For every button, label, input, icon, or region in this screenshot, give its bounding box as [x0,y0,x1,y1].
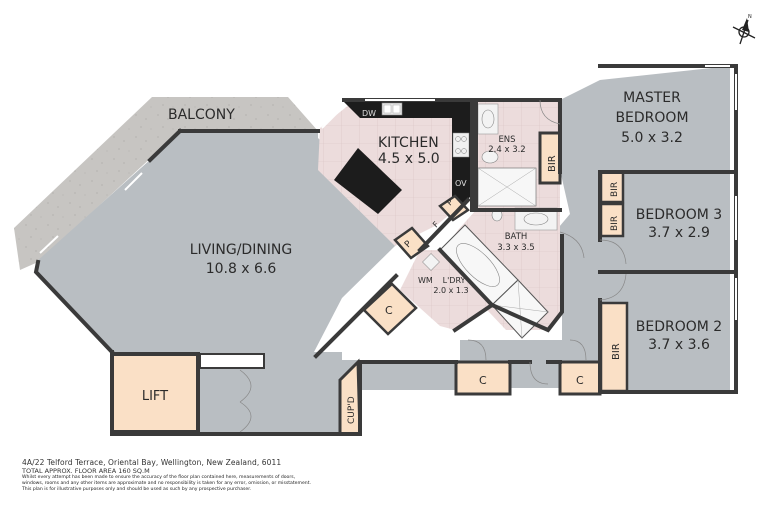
kitchen-label: KITCHEN [378,135,439,151]
bir-label-3: BIR [610,216,620,231]
north-arrow-icon: N [732,14,756,45]
cupboard-laundry [362,282,418,336]
bir-label-2: BIR [610,182,620,197]
fridge-label: F [431,220,441,230]
kitchen-area [318,100,470,246]
ensuite-label: ENS [498,135,515,145]
kitchen-size: 4.5 x 5.0 [378,151,440,167]
cupboard-label-2: C [479,374,487,387]
master-size: 5.0 x 3.2 [621,130,683,146]
dishwasher-label: DW [362,109,376,118]
disclaimer-line-1: Whilst every attempt has been made to en… [22,475,296,480]
living-dining-area [36,66,730,432]
washing-machine-label: WM [418,276,433,285]
living-size: 10.8 x 6.6 [206,261,277,277]
ensuite-size: 2.4 x 3.2 [488,145,525,155]
laundry-area [400,250,492,330]
kitchen-island [334,148,402,214]
balcony-label: BALCONY [168,107,235,123]
master-label-2: BEDROOM [615,110,688,126]
lift-label: LIFT [142,389,168,404]
cupboard-label-1: C [385,304,393,317]
pantry-label-1: P [445,198,455,208]
pantry-1 [438,194,470,222]
property-address: 4A/22 Telford Terrace, Oriental Bay, Wel… [22,458,282,467]
cupboard-hall-1 [454,360,512,396]
north-label: N [748,14,752,20]
laundry-size: 2.0 x 1.3 [433,286,468,295]
bedroom3-label: BEDROOM 3 [636,207,722,223]
bedroom2-label: BEDROOM 2 [636,319,722,335]
windows [39,65,737,320]
oven-label: OV [455,179,467,188]
pantry-label-2: P [403,239,414,250]
plan-footer: 4A/22 Telford Terrace, Oriental Bay, Wel… [22,458,462,493]
master-label-1: MASTER [623,90,681,106]
floor-area: TOTAL APPROX. FLOOR AREA 160 SQ.M [22,467,150,475]
cooktop-icon [452,132,470,158]
bir-label-4: BIR [611,343,622,360]
laundry-label: L'DRY [443,276,466,285]
bath-size: 3.3 x 3.5 [497,243,534,253]
balcony-area [14,97,318,270]
disclaimer-line-2: windows, rooms and any other items are a… [22,481,311,486]
living-label: LIVING/DINING [190,242,293,258]
bir-label: BIR [547,155,558,172]
cupd-label: CUP'D [347,396,357,424]
cupboard-label-3: C [576,374,584,387]
bedroom3-size: 3.7 x 2.9 [648,225,710,241]
disclaimer-line-3: This plan is for illustrative purposes o… [22,487,252,492]
bath-label: BATH [505,232,528,242]
door-swings [239,99,627,433]
bedroom2-size: 3.7 x 3.6 [648,337,710,353]
